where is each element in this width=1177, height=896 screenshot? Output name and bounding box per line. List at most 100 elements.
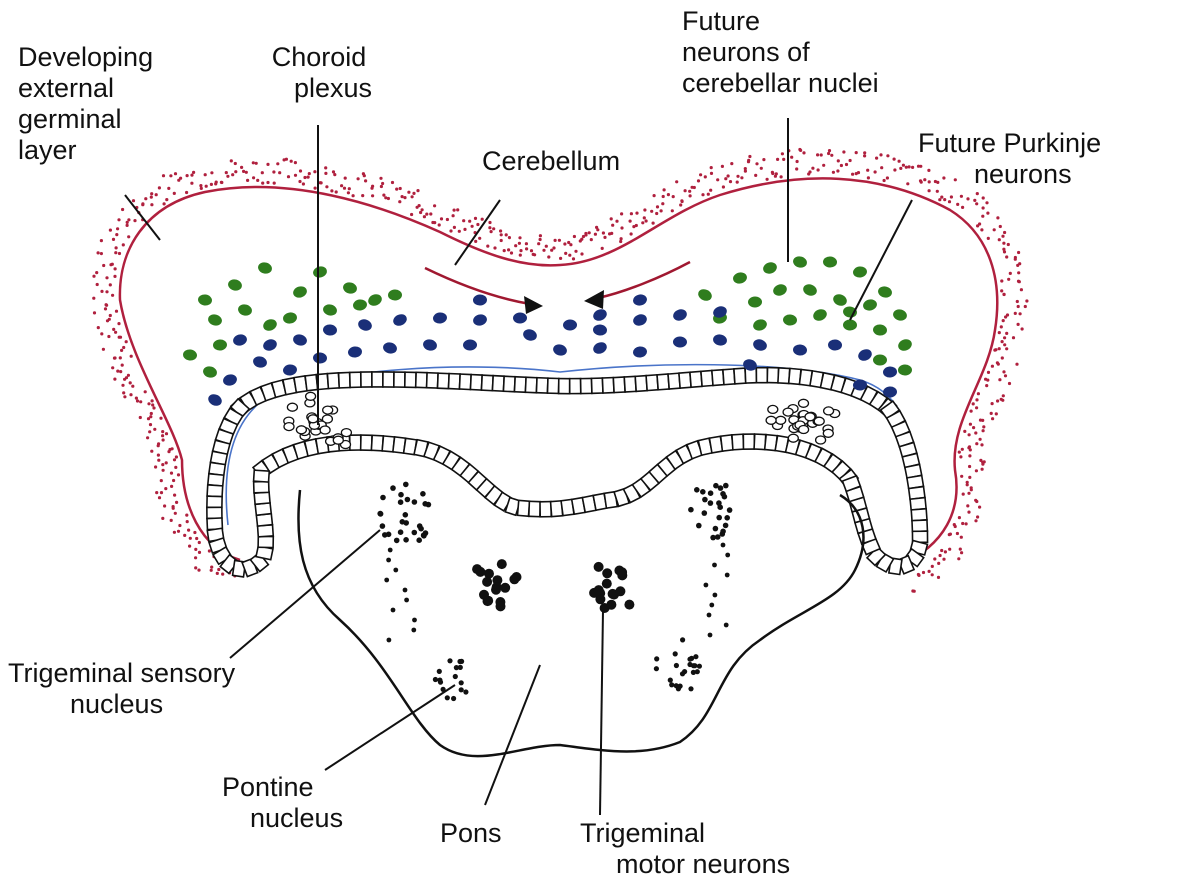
- germinal-layer-cell: [667, 193, 670, 196]
- pontine-nucleus-cell: [445, 695, 450, 700]
- germinal-layer-cell: [842, 150, 845, 153]
- label-pontine-nucleus: Pontine nucleus: [222, 772, 343, 834]
- germinal-layer-cell: [602, 231, 605, 234]
- germinal-layer-cell: [545, 245, 548, 248]
- germinal-layer-cell: [230, 159, 233, 162]
- cerebellar-nuclei-neuron: [292, 285, 309, 300]
- germinal-layer-cell: [150, 203, 153, 206]
- germinal-layer-cell: [1000, 289, 1003, 292]
- germinal-layer-cell: [615, 220, 618, 223]
- pontine-nucleus-cell: [438, 680, 443, 685]
- germinal-layer-cell: [840, 164, 843, 167]
- germinal-layer-cell: [164, 487, 167, 490]
- germinal-layer-cell: [977, 392, 980, 395]
- germinal-layer-cell: [117, 218, 120, 221]
- germinal-layer-cell: [112, 238, 115, 241]
- germinal-layer-cell: [906, 182, 909, 185]
- germinal-layer-cell: [93, 311, 96, 314]
- germinal-layer-cell: [880, 166, 883, 169]
- cerebellar-nuclei-neuron: [783, 314, 798, 326]
- germinal-layer-cell: [113, 357, 116, 360]
- germinal-layer-cell: [978, 506, 981, 509]
- epithelial-cell: [254, 470, 270, 482]
- pontine-tract-cell: [384, 578, 389, 583]
- germinal-layer-cell: [1000, 279, 1003, 282]
- germinal-layer-cell: [220, 181, 223, 184]
- cerebellar-nuclei-neuron: [342, 281, 358, 295]
- germinal-layer-cell: [937, 576, 940, 579]
- trigeminal-sensory-cell: [420, 491, 426, 497]
- choroid-plexus-fold: [287, 403, 297, 411]
- germinal-layer-cell: [114, 331, 117, 334]
- germinal-layer-cell: [660, 209, 663, 212]
- arrowhead-left-icon: [584, 290, 604, 309]
- germinal-layer-cell: [917, 573, 920, 576]
- germinal-layer-cell: [619, 240, 622, 243]
- germinal-layer-cell: [153, 428, 156, 431]
- epithelial-cell: [371, 435, 383, 451]
- pontine-nucleus-cell: [437, 669, 442, 674]
- germinal-layer-cell: [256, 179, 259, 182]
- trigeminal-sensory-cell: [702, 510, 708, 516]
- germinal-layer-cell: [123, 395, 126, 398]
- germinal-layer-cell: [468, 220, 471, 223]
- germinal-layer-cell: [471, 225, 474, 228]
- purkinje-neuron: [828, 339, 843, 351]
- germinal-layer-cell: [554, 239, 557, 242]
- germinal-layer-cell: [1021, 327, 1024, 330]
- germinal-layer-cell: [173, 531, 176, 534]
- germinal-layer-cell: [449, 229, 452, 232]
- purkinje-neuron: [632, 346, 647, 359]
- germinal-layer-cell: [1007, 243, 1010, 246]
- germinal-layer-cell: [1017, 323, 1020, 326]
- germinal-layer-cell: [299, 169, 302, 172]
- germinal-layer-cell: [820, 153, 823, 156]
- germinal-layer-cell: [146, 436, 149, 439]
- germinal-layer-cell: [518, 242, 521, 245]
- germinal-layer-cell: [939, 554, 942, 557]
- germinal-layer-cell: [96, 283, 99, 286]
- pontine-tract-cell: [713, 593, 718, 598]
- germinal-layer-cell: [410, 213, 413, 216]
- germinal-layer-cell: [294, 161, 297, 164]
- germinal-layer-cell: [189, 537, 192, 540]
- purkinje-neuron: [261, 337, 278, 352]
- germinal-layer-cell: [780, 175, 783, 178]
- purkinje-neuron: [206, 392, 223, 408]
- germinal-layer-cell: [1003, 336, 1006, 339]
- germinal-layer-cell: [158, 186, 161, 189]
- germinal-layer-cell: [139, 400, 142, 403]
- pontine-tract-cell: [411, 628, 416, 633]
- germinal-layer-cell: [273, 182, 276, 185]
- germinal-layer-cell: [114, 251, 117, 254]
- germinal-layer-cell: [588, 231, 591, 234]
- germinal-layer-cell: [656, 205, 659, 208]
- cerebellar-nuclei-neuron: [366, 292, 383, 308]
- pontine-nucleus-cell: [693, 654, 698, 659]
- epithelial-cell: [712, 370, 724, 386]
- germinal-layer-cell: [828, 149, 831, 152]
- germinal-layer-cell: [991, 417, 994, 420]
- germinal-layer-cell: [893, 158, 896, 161]
- germinal-layer-cell: [691, 186, 694, 189]
- germinal-layer-cell: [931, 573, 934, 576]
- germinal-layer-cell: [170, 519, 173, 522]
- germinal-layer-cell: [499, 229, 502, 232]
- trigeminal-sensory-cell: [723, 483, 729, 489]
- germinal-layer-cell: [704, 175, 707, 178]
- germinal-layer-cell: [161, 434, 164, 437]
- germinal-layer-cell: [514, 244, 517, 247]
- germinal-layer-cell: [136, 399, 139, 402]
- pontine-tract-cell: [391, 608, 396, 613]
- germinal-layer-cell: [684, 189, 687, 192]
- cerebellar-nuclei-neuron: [831, 292, 848, 307]
- epithelial-cell: [778, 368, 790, 384]
- pontine-nucleus-cell: [433, 677, 438, 682]
- germinal-layer-cell: [961, 206, 964, 209]
- leader-purkinje: [850, 200, 912, 320]
- germinal-layer-cell: [131, 385, 134, 388]
- germinal-layer-cell: [959, 455, 962, 458]
- germinal-layer-cell: [185, 514, 188, 517]
- cerebellar-nuclei-neuron: [227, 278, 243, 292]
- germinal-layer-cell: [1005, 255, 1008, 258]
